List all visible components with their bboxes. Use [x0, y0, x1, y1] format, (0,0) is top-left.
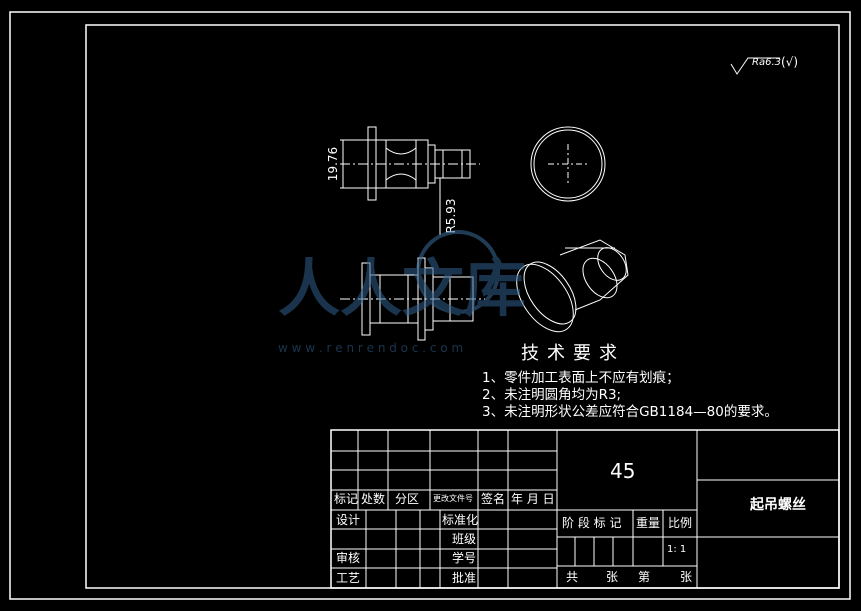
roughness-symbol [730, 57, 780, 75]
label-scale: 比例 [668, 516, 693, 530]
section-view [340, 257, 485, 341]
label-stage-mark: 阶 段 标 记 [562, 516, 622, 530]
label-weight: 重量 [636, 516, 661, 530]
tech-requirement-item: 2、未注明圆角均为R3; [482, 387, 622, 403]
label-standardize: 标准化 [442, 513, 479, 527]
header-sign: 签名 [481, 492, 506, 506]
tech-requirement-item: 3、未注明形状公差应符合GB1184—80的要求。 [482, 404, 778, 420]
header-date: 年 月 日 [511, 492, 555, 506]
label-process: 工艺 [336, 571, 361, 585]
label-sheets: 张 [606, 570, 619, 584]
tech-requirements-title: 技术要求 [521, 343, 625, 364]
label-review: 审核 [336, 551, 361, 565]
roughness-mark: (√) [781, 55, 799, 69]
tech-requirement-item: 1、零件加工表面上不应有划痕； [482, 370, 680, 386]
outer-border [9, 11, 851, 600]
watermark-url: w w w . r e n r e n d o c . c o m [278, 341, 463, 355]
scale-value: 1: 1 [667, 544, 687, 555]
header-doc-no: 更改文件号 [433, 494, 473, 503]
label-student-no: 学号 [452, 551, 477, 565]
header-mark: 标记 [334, 492, 359, 506]
label-approve: 批准 [452, 571, 477, 585]
header-count: 处数 [361, 492, 386, 506]
label-design: 设计 [336, 513, 361, 527]
label-class: 班级 [452, 532, 477, 546]
dimension-radius: R5.93 [444, 198, 458, 233]
dimension-height: 19.76 [326, 147, 340, 181]
label-sheets-2: 张 [680, 570, 693, 584]
roughness-value: Ra6.3 [752, 57, 781, 68]
watermark-logo-text: 人人文库 [278, 252, 526, 325]
header-zone: 分区 [395, 492, 420, 506]
material-label: 45 [610, 459, 636, 483]
title-block-grid [330, 429, 840, 589]
side-view [530, 126, 606, 202]
isometric-view [516, 239, 629, 333]
front-view [340, 126, 480, 235]
label-total: 共 [566, 570, 579, 584]
watermark: 人人文库 w w w . r e n r e n d o c . c o m [278, 230, 526, 355]
part-name: 起吊螺丝 [750, 497, 806, 513]
label-sheet-no: 第 [638, 570, 651, 584]
